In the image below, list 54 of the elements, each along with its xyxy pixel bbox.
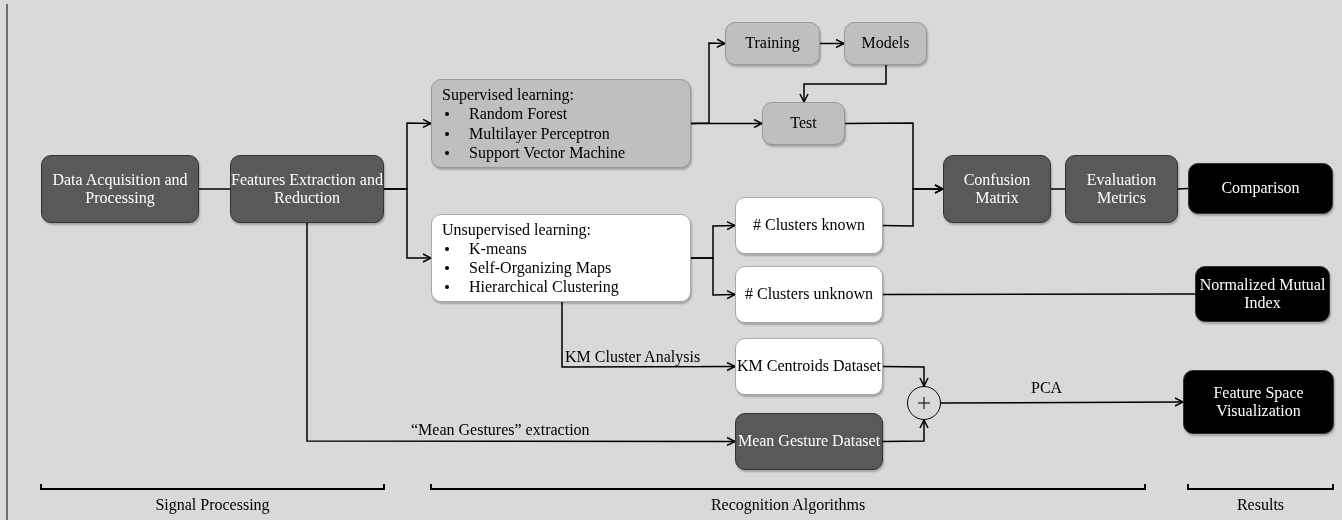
process-box bbox=[735, 266, 883, 323]
node-label: Test bbox=[790, 114, 817, 133]
edge-label: KM Cluster Analysis bbox=[564, 348, 702, 366]
process-box bbox=[41, 155, 199, 223]
node-label: Comparison bbox=[1221, 179, 1300, 198]
connector-arrow bbox=[882, 365, 929, 387]
node-label: # Clusters unknown bbox=[745, 285, 873, 304]
node-label: KM Centroids Dataset bbox=[737, 357, 881, 376]
connector-arrow bbox=[882, 184, 944, 227]
process-box bbox=[725, 22, 820, 65]
connector-arrow bbox=[690, 118, 763, 129]
sum-junction bbox=[907, 386, 941, 420]
node-label: Models bbox=[861, 34, 910, 53]
process-box bbox=[943, 155, 1051, 223]
process-box bbox=[735, 338, 883, 395]
method-list-box bbox=[431, 214, 691, 302]
node-label: Features Extraction and Reduction bbox=[231, 170, 383, 208]
connector-arrow bbox=[799, 64, 887, 103]
list-item: Self-Organizing Maps bbox=[442, 258, 612, 278]
section-label: Signal Processing bbox=[154, 496, 271, 514]
process-box bbox=[1065, 155, 1178, 223]
node-label: Data Acquisition and Processing bbox=[51, 170, 189, 208]
list-heading: Supervised learning: bbox=[442, 85, 574, 105]
connector-arrow bbox=[383, 188, 432, 263]
connector-arrow bbox=[882, 419, 929, 443]
list-item: Support Vector Machine bbox=[442, 142, 626, 162]
list-item: Multilayer Perceptron bbox=[442, 123, 610, 143]
node-label: # Clusters known bbox=[753, 216, 865, 235]
list-item: Hierarchical Clustering bbox=[442, 277, 619, 297]
list-heading: Unsupervised learning: bbox=[442, 219, 591, 239]
process-box bbox=[1188, 163, 1333, 214]
node-label: Confusion Matrix bbox=[962, 170, 1032, 208]
process-box bbox=[735, 197, 883, 254]
list-item: K-means bbox=[442, 238, 527, 258]
node-label: Mean Gesture Dataset bbox=[737, 432, 881, 451]
process-box bbox=[735, 413, 883, 470]
connector-arrow bbox=[690, 257, 736, 300]
section-label: Results bbox=[1235, 496, 1286, 514]
node-label: Feature Space Visualization bbox=[1212, 383, 1305, 421]
list-item: Random Forest bbox=[442, 104, 568, 124]
connector-arrow bbox=[940, 397, 1184, 407]
process-box bbox=[230, 155, 384, 223]
method-list-box bbox=[431, 79, 691, 168]
connector-arrow bbox=[819, 38, 845, 49]
section-label: Recognition Algorithms bbox=[709, 496, 867, 514]
node-label: Training bbox=[745, 34, 800, 53]
process-box bbox=[1195, 266, 1330, 322]
process-box bbox=[1183, 370, 1334, 434]
connector-arrow bbox=[561, 301, 736, 372]
node-label: Evaluation Metrics bbox=[1085, 170, 1158, 208]
process-box bbox=[844, 22, 927, 65]
node-label: Normalized Mutual Index bbox=[1198, 275, 1327, 313]
process-box bbox=[762, 102, 845, 145]
connector-arrow bbox=[306, 222, 736, 447]
